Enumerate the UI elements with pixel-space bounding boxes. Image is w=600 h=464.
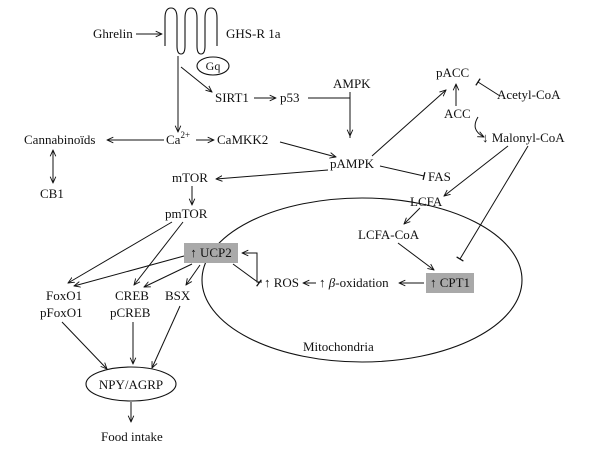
label-ampk: AMPK xyxy=(333,76,371,91)
edge-pmtor-foxo1 xyxy=(68,221,173,283)
label-pcreb: pCREB xyxy=(110,305,151,320)
edge-lcfacoa-cpt1 xyxy=(397,242,434,270)
label-ca-base: Ca xyxy=(166,132,181,147)
label-pacc: pACC xyxy=(436,65,469,80)
edge-ucp2-ros xyxy=(232,263,262,287)
label-acc: ACC xyxy=(444,106,471,121)
label-fas: FAS xyxy=(428,169,451,184)
edge-ucp2-foxo1 xyxy=(74,255,185,286)
edge-pfoxo1-npy xyxy=(61,321,107,369)
gq-ellipse xyxy=(196,56,230,76)
receptor-icon xyxy=(164,7,218,55)
label-mitochondria: Mitochondria xyxy=(303,339,374,354)
label-pfoxo1: pFoxO1 xyxy=(40,305,83,320)
label-beta-ox-beta: β xyxy=(328,275,336,290)
edge-bsx-npy xyxy=(152,305,181,368)
edge-malonyl-lcfa xyxy=(444,145,509,196)
label-cannabinoids: Cannabinoïds xyxy=(24,132,96,147)
edge-acetylcoa-pacc xyxy=(475,78,501,97)
label-npy-agrp: NPY/AGRP xyxy=(99,377,163,392)
edge-p53-pampk xyxy=(308,97,350,136)
edge-lcfa-lcfacoa xyxy=(404,207,421,224)
label-beta-oxidation: ↑ β-oxidation xyxy=(319,275,389,290)
label-beta-ox-post: -oxidation xyxy=(335,275,389,290)
ucp2-box xyxy=(184,243,238,263)
label-cpt1: ↑ CPT1 xyxy=(430,275,470,290)
label-ca-sup: 2+ xyxy=(180,130,190,140)
label-gq: Gq xyxy=(206,59,221,73)
edge-pampk-mtor xyxy=(216,169,329,179)
cpt1-box xyxy=(426,273,474,293)
label-mtor: mTOR xyxy=(172,170,208,185)
label-beta-ox-pre: ↑ xyxy=(319,275,329,290)
edge-pmtor-creb xyxy=(134,221,184,285)
label-lcfa-coa: LCFA-CoA xyxy=(358,227,420,242)
edge-pampk-pacc xyxy=(371,90,446,157)
label-p53: p53 xyxy=(280,90,300,105)
edge-ucp2-bsx xyxy=(186,264,201,285)
label-food-intake: Food intake xyxy=(101,429,163,444)
label-sirt1: SIRT1 xyxy=(215,90,249,105)
edge-camkk2-pampk xyxy=(279,141,336,157)
label-pmtor: pmTOR xyxy=(165,206,208,221)
label-ghsr: GHS-R 1a xyxy=(226,26,281,41)
edge-acc-malonyl xyxy=(474,116,484,137)
label-ghrelin: Ghrelin xyxy=(93,26,133,41)
label-malonyl-coa: ↓ Malonyl-CoA xyxy=(482,130,565,145)
label-ca: Ca2+ xyxy=(166,130,190,147)
label-lcfa: LCFA xyxy=(410,194,443,209)
mitochondria-outline xyxy=(201,197,523,363)
edge-receptor-sirt1 xyxy=(180,66,212,92)
label-cb1: CB1 xyxy=(40,186,64,201)
label-bsx: BSX xyxy=(165,288,191,303)
label-foxo1: FoxO1 xyxy=(46,288,82,303)
label-ros: ↑ ROS xyxy=(264,275,299,290)
label-camkk2: CaMKK2 xyxy=(217,132,268,147)
label-pampk: pAMPK xyxy=(330,156,375,171)
edge-pampk-fas xyxy=(379,165,426,181)
label-ucp2: ↑ UCP2 xyxy=(190,245,232,260)
npy-agrp-ellipse xyxy=(85,366,177,402)
edge-malonyl-cpt1 xyxy=(456,145,529,262)
label-creb: CREB xyxy=(115,288,149,303)
edge-ucp2-creb xyxy=(144,263,193,287)
label-acetyl-coa: Acetyl-CoA xyxy=(497,87,561,102)
